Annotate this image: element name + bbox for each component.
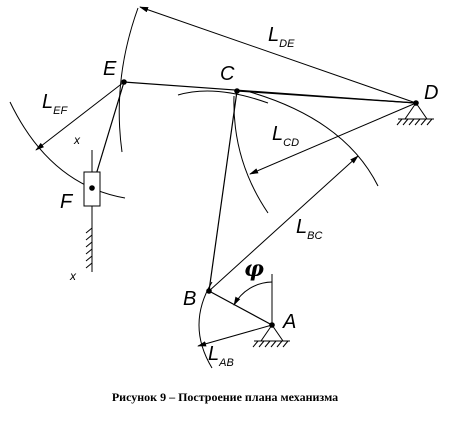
joint-d	[413, 100, 419, 106]
length-label-cd: LCD	[272, 123, 299, 149]
axis-label-x-bottom: x	[69, 269, 77, 283]
point-label-d: D	[424, 82, 438, 104]
guide-hatching	[85, 227, 93, 269]
support-a	[252, 324, 290, 348]
dim-de	[139, 6, 417, 104]
joint-a	[269, 322, 275, 328]
length-label-ab: LAB	[208, 343, 234, 369]
point-label-f: F	[60, 191, 74, 213]
link-ab	[208, 290, 273, 326]
angle-phi-arc	[233, 281, 273, 306]
link-bc	[208, 90, 238, 292]
point-label-e: E	[103, 58, 117, 80]
link-ef	[91, 81, 125, 189]
arc-cd-side	[249, 91, 379, 187]
dim-ef	[35, 81, 125, 151]
support-d	[396, 102, 434, 126]
joint-b	[206, 288, 212, 294]
angle-label-phi: φ	[244, 256, 264, 282]
arc-cd-top	[177, 90, 269, 104]
joint-c	[234, 88, 240, 94]
arc-ef	[9, 101, 126, 199]
point-label-b: B	[183, 288, 196, 310]
link-cd	[236, 90, 417, 104]
dim-bc	[208, 155, 359, 292]
dim-ab	[197, 324, 273, 347]
joint-f	[89, 185, 95, 191]
figure-caption: Рисунок 9 – Построение плана механизма	[111, 390, 339, 404]
axis-label-x-top: x	[73, 133, 81, 147]
dim-cd	[249, 102, 417, 175]
length-label-ef: LEF	[42, 91, 68, 117]
length-label-de: LDE	[268, 24, 295, 50]
arc-de	[118, 7, 139, 153]
length-label-bc: LBC	[296, 216, 322, 242]
arc-bc	[233, 95, 269, 214]
point-label-a: A	[282, 311, 296, 333]
point-label-c: C	[220, 63, 235, 85]
joint-e	[121, 79, 127, 85]
